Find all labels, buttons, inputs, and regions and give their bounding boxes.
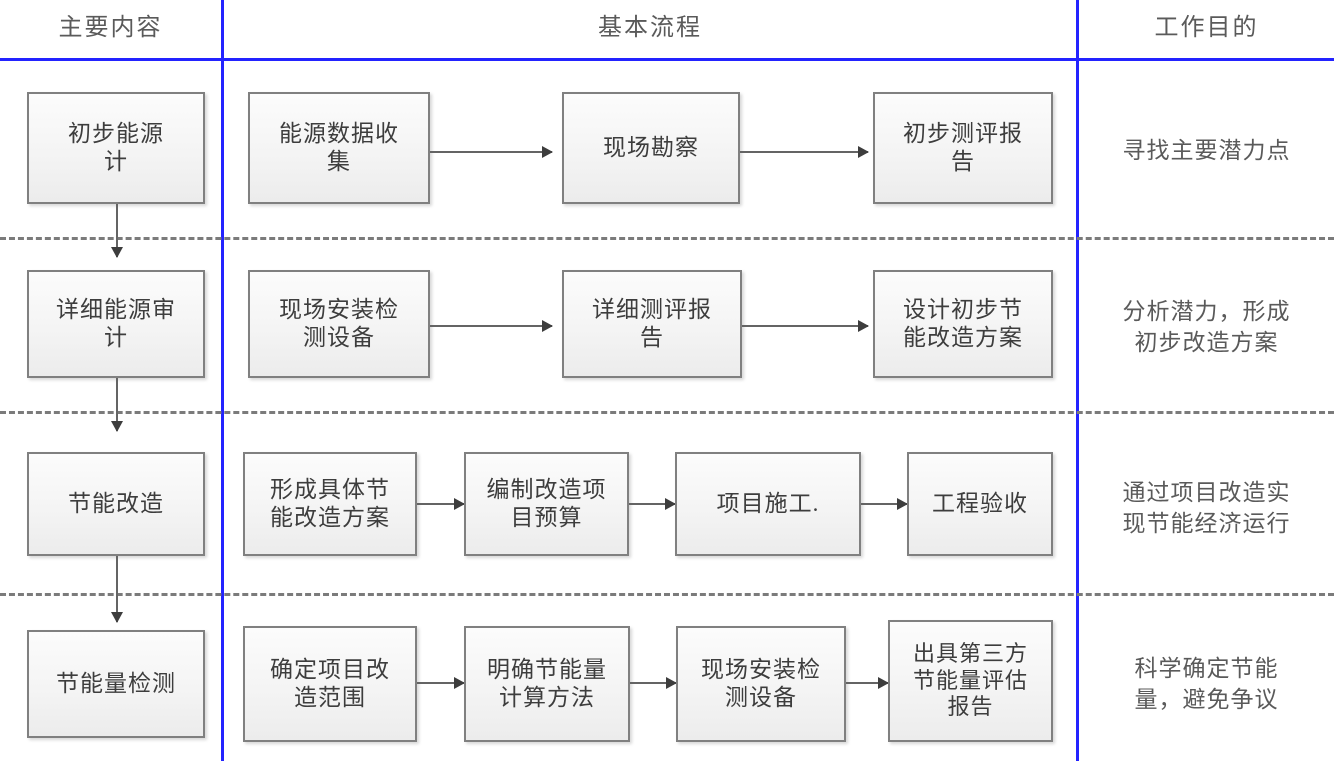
stage-connector-2 [111, 378, 123, 432]
column-header-work-purpose: 工作目的 [1154, 15, 1259, 41]
purpose-text-row-1: 寻找主要潜力点 [1122, 138, 1291, 163]
step-arrow-r1-2 [740, 146, 869, 158]
row-separator-1 [0, 237, 1334, 240]
step-arrow-r1-1 [430, 146, 553, 158]
header-divider-line [0, 58, 1334, 61]
row-separator-3 [0, 593, 1334, 596]
step-box-r1-c1[interactable]: 能源数据收 集 [248, 92, 430, 204]
step-arrow-r2-2 [742, 320, 869, 332]
step-arrow-r4-2 [630, 677, 677, 689]
step-arrow-r3-2 [629, 498, 676, 510]
step-box-r3-c3[interactable]: 项目施工. [675, 452, 861, 556]
step-box-r4-c2[interactable]: 明确节能量 计算方法 [464, 626, 630, 742]
step-box-r2-c1[interactable]: 现场安装检 测设备 [248, 270, 430, 378]
step-box-r3-c1[interactable]: 形成具体节 能改造方案 [243, 452, 417, 556]
stage-connector-3 [111, 556, 123, 623]
step-arrow-r4-3 [846, 677, 889, 689]
step-box-label: 现场安装检 测设备 [279, 297, 399, 350]
step-box-r1-c3[interactable]: 初步测评报 告 [873, 92, 1053, 204]
step-box-label: 出具第三方 节能量评估 报告 [912, 641, 1028, 720]
step-box-r4-c3[interactable]: 现场安装检 测设备 [676, 626, 846, 742]
step-box-r4-c1[interactable]: 确定项目改 造范围 [243, 626, 417, 742]
stage-box-label: 初步能源 计 [68, 121, 164, 174]
column-header-main-content: 主要内容 [58, 15, 163, 41]
stage-connector-1 [111, 204, 123, 258]
step-box-r4-c4[interactable]: 出具第三方 节能量评估 报告 [888, 620, 1053, 742]
step-arrow-r2-1 [430, 320, 553, 332]
step-box-label: 明确节能量 计算方法 [487, 657, 607, 710]
purpose-text-row-4: 科学确定节能 量，避免争议 [1134, 656, 1279, 713]
step-box-label: 项目施工. [716, 491, 820, 517]
step-box-label: 工程验收 [932, 491, 1028, 517]
purpose-text-row-2: 分析潜力，形成 初步改造方案 [1122, 299, 1291, 356]
step-box-label: 现场勘察 [603, 135, 699, 161]
stage-box-label: 详细能源审 计 [56, 297, 176, 350]
step-box-r1-c2[interactable]: 现场勘察 [562, 92, 740, 204]
step-box-label: 设计初步节 能改造方案 [903, 297, 1023, 350]
step-box-r2-c3[interactable]: 设计初步节 能改造方案 [873, 270, 1053, 378]
row-separator-2 [0, 411, 1334, 414]
column-divider-left [221, 0, 224, 761]
stage-box-savings-measurement[interactable]: 节能量检测 [27, 630, 205, 738]
stage-box-label: 节能量检测 [56, 671, 176, 697]
column-header-basic-process: 基本流程 [598, 15, 702, 41]
step-box-label: 现场安装检 测设备 [701, 657, 821, 710]
stage-box-preliminary-audit[interactable]: 初步能源 计 [27, 92, 205, 204]
step-arrow-r3-1 [417, 498, 465, 510]
purpose-text-row-3: 通过项目改造实 现节能经济运行 [1122, 480, 1291, 537]
step-box-r3-c2[interactable]: 编制改造项 目预算 [464, 452, 629, 556]
step-box-label: 确定项目改 造范围 [270, 657, 390, 710]
step-arrow-r3-3 [861, 498, 908, 510]
step-box-label: 初步测评报 告 [903, 121, 1023, 174]
step-box-label: 能源数据收 集 [279, 121, 399, 174]
step-box-r3-c4[interactable]: 工程验收 [907, 452, 1053, 556]
stage-box-label: 节能改造 [68, 491, 164, 517]
step-arrow-r4-1 [417, 677, 465, 689]
stage-box-retrofit[interactable]: 节能改造 [27, 452, 205, 556]
stage-box-detailed-audit[interactable]: 详细能源审 计 [27, 270, 205, 378]
column-divider-right [1076, 0, 1079, 761]
step-box-r2-c2[interactable]: 详细测评报 告 [562, 270, 742, 378]
step-box-label: 形成具体节 能改造方案 [270, 477, 390, 530]
step-box-label: 详细测评报 告 [592, 297, 712, 350]
step-box-label: 编制改造项 目预算 [486, 477, 607, 530]
